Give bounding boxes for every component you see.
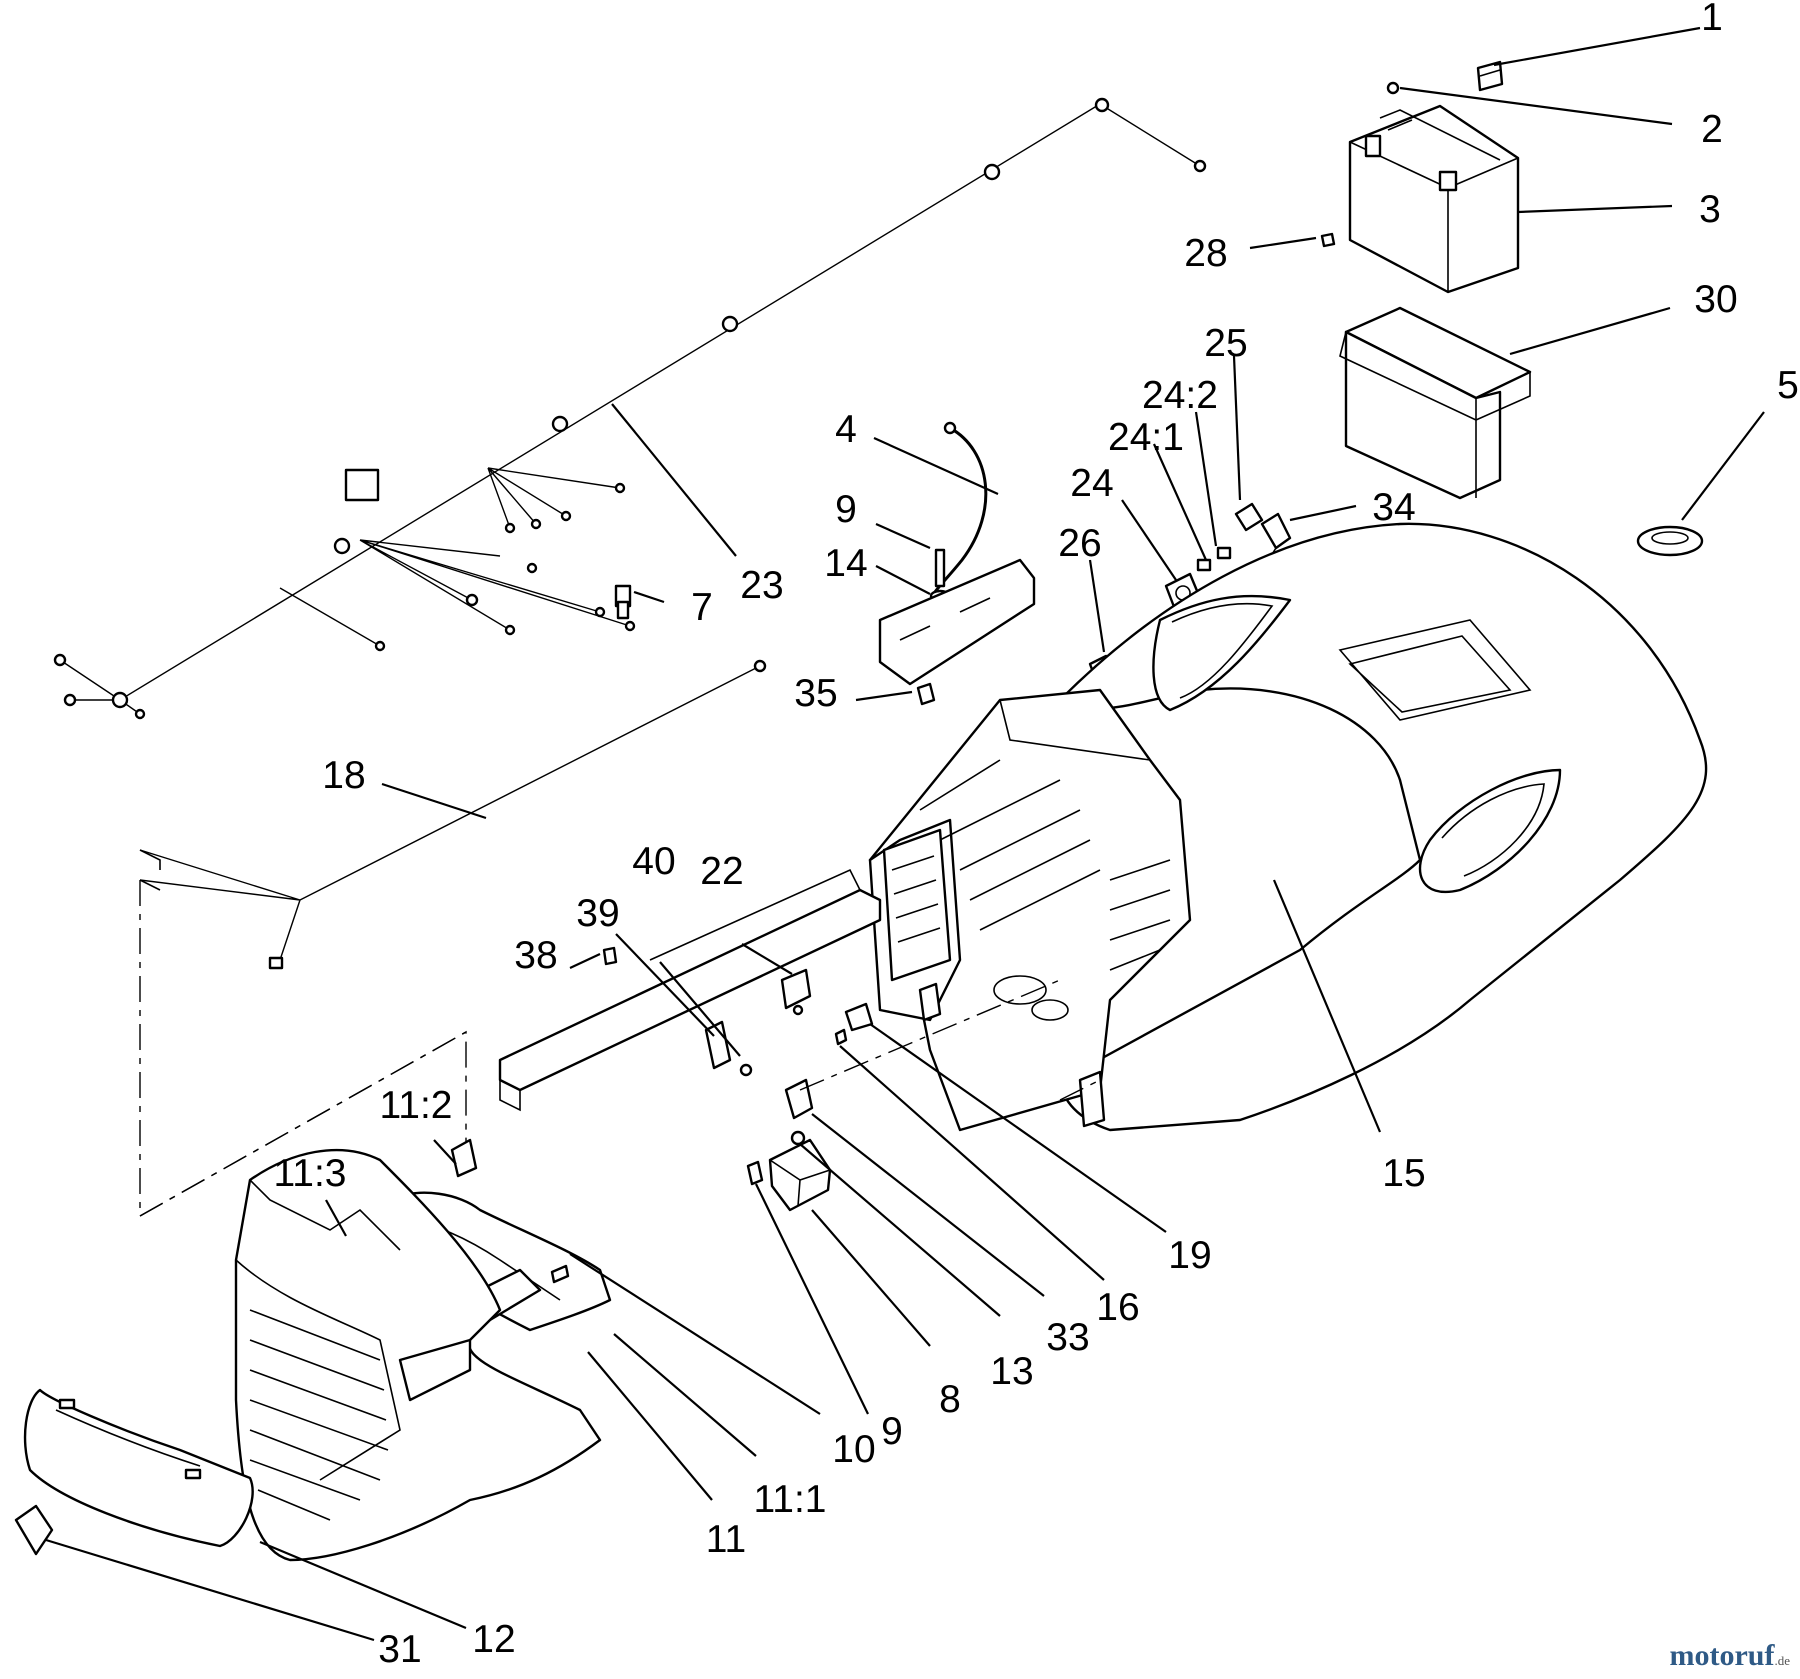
wire-clip[interactable] [844, 1002, 874, 1032]
callout-9-bottom[interactable]: 9 [881, 1410, 903, 1453]
headlight-harness[interactable] [139, 659, 767, 970]
watermark: motoruf.de [1669, 1639, 1790, 1673]
callout-1[interactable]: 1 [1701, 0, 1723, 39]
callout-13[interactable]: 13 [990, 1350, 1033, 1393]
battery[interactable] [1348, 104, 1520, 294]
callout-22[interactable]: 22 [700, 850, 743, 893]
front-bumper[interactable] [23, 1388, 254, 1548]
ignition-washer[interactable] [1216, 546, 1232, 560]
callout-23[interactable]: 23 [740, 564, 783, 607]
callout-labels: 1 2 3 28 30 5 25 24:2 24:1 24 34 26 4 9 … [273, 0, 1798, 1671]
frame-rail [498, 868, 882, 1112]
callout-28[interactable]: 28 [1184, 232, 1227, 275]
callout-3[interactable]: 3 [1699, 188, 1721, 231]
callout-40[interactable]: 40 [632, 840, 675, 883]
battery-screw[interactable] [1386, 81, 1400, 95]
solenoid[interactable] [768, 1138, 832, 1212]
solenoid-nut[interactable] [790, 1130, 806, 1146]
callout-5[interactable]: 5 [1777, 364, 1799, 407]
fuse-holder[interactable] [614, 584, 632, 620]
ignition-nut[interactable] [1196, 558, 1212, 572]
callout-11-2[interactable]: 11:2 [379, 1084, 452, 1127]
wire-harness[interactable] [53, 97, 1207, 720]
callout-8[interactable]: 8 [939, 1378, 961, 1421]
callout-34[interactable]: 34 [1372, 486, 1415, 529]
solenoid-bolt[interactable] [746, 1160, 764, 1186]
battery-nut[interactable] [1320, 232, 1336, 248]
callout-12[interactable]: 12 [472, 1618, 515, 1661]
watermark-tld: .de [1774, 1653, 1790, 1668]
watermark-brand: motoruf [1669, 1639, 1775, 1672]
callout-19[interactable]: 19 [1168, 1234, 1211, 1277]
battery-cap[interactable] [1476, 60, 1504, 92]
callout-18[interactable]: 18 [322, 754, 365, 797]
callout-24-1[interactable]: 24:1 [1108, 416, 1184, 459]
callout-9-top[interactable]: 9 [835, 488, 857, 531]
callout-24[interactable]: 24 [1070, 462, 1113, 505]
callout-24-2[interactable]: 24:2 [1142, 374, 1218, 417]
ignition-key[interactable] [1234, 502, 1264, 532]
ground-screw[interactable] [834, 1028, 848, 1046]
grommet[interactable] [1636, 525, 1704, 557]
relay[interactable] [780, 968, 812, 1016]
callout-16[interactable]: 16 [1096, 1286, 1139, 1329]
callout-11-1[interactable]: 11:1 [753, 1478, 826, 1521]
callout-39[interactable]: 39 [576, 892, 619, 935]
body-fender [1058, 522, 1708, 1132]
mount-bracket[interactable] [878, 558, 1036, 686]
assembly-guide [139, 880, 467, 1218]
rail-nut[interactable] [739, 1063, 753, 1077]
callout-15[interactable]: 15 [1382, 1152, 1425, 1195]
callout-10[interactable]: 10 [832, 1428, 875, 1471]
callout-35[interactable]: 35 [794, 672, 837, 715]
callout-4[interactable]: 4 [835, 408, 857, 451]
bolt[interactable] [934, 548, 946, 588]
callout-2[interactable]: 2 [1701, 108, 1723, 151]
callout-7[interactable]: 7 [691, 586, 713, 629]
pin[interactable] [916, 682, 936, 706]
rail-screw[interactable] [602, 946, 618, 966]
headlight-socket[interactable] [450, 1138, 478, 1178]
emblem[interactable] [14, 1504, 54, 1556]
battery-tray[interactable] [1339, 306, 1532, 500]
headlight-screw[interactable] [550, 1264, 570, 1284]
callout-11[interactable]: 11 [706, 1518, 747, 1561]
callout-38[interactable]: 38 [514, 934, 557, 977]
callout-30[interactable]: 30 [1694, 278, 1737, 321]
callout-11-3[interactable]: 11:3 [273, 1152, 346, 1195]
callout-31[interactable]: 31 [378, 1628, 421, 1671]
hood [234, 1148, 602, 1562]
callout-14[interactable]: 14 [824, 542, 867, 585]
leader-lines [45, 26, 1765, 1642]
callout-26[interactable]: 26 [1058, 522, 1101, 565]
boot-cover[interactable] [784, 1078, 814, 1120]
callout-33[interactable]: 33 [1046, 1316, 1089, 1359]
dash-console [868, 688, 1192, 1132]
callout-25[interactable]: 25 [1204, 322, 1247, 365]
